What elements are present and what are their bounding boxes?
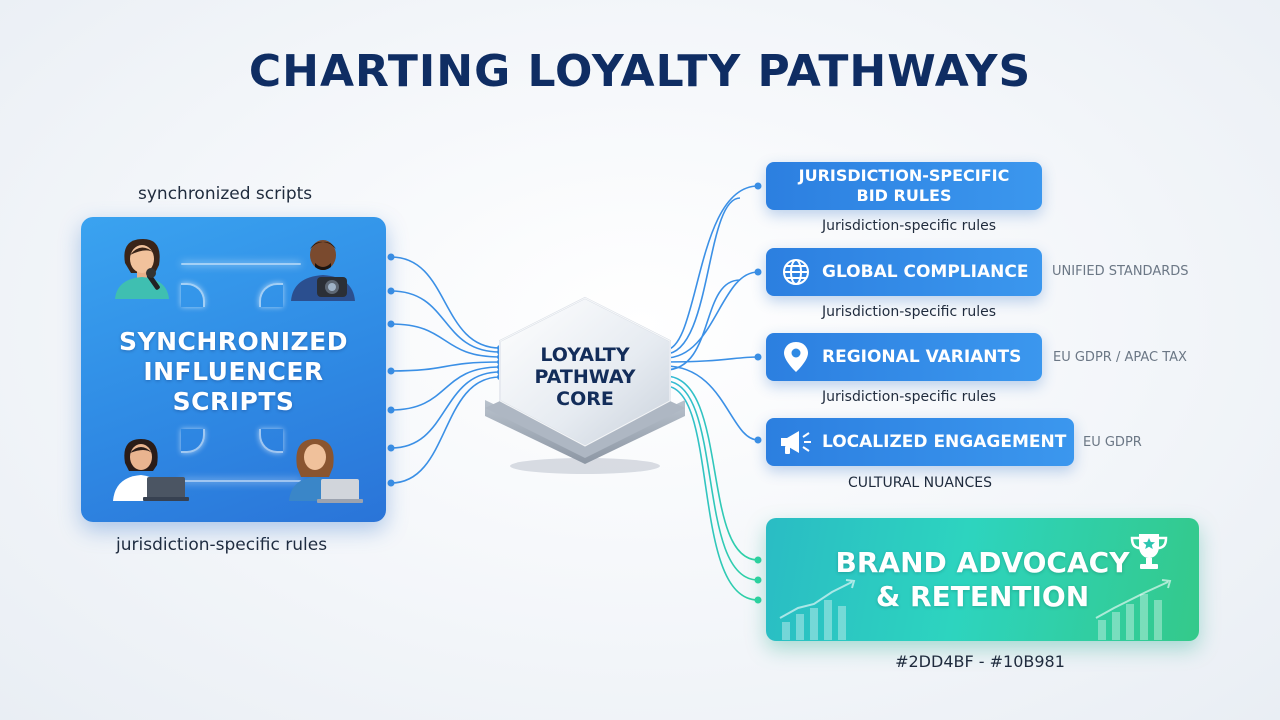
panel-title: SYNCHRONIZED INFLUENCER SCRIPTS [81, 327, 386, 417]
brand-advocacy-retention-box: BRAND ADVOCACY & RETENTION [766, 518, 1199, 641]
regional-variants-side-note: EU GDPR / APAC TAX [1053, 350, 1187, 365]
megaphone-icon [776, 427, 816, 457]
core-label-line: LOYALTY [540, 344, 630, 366]
core-label-line: CORE [556, 388, 614, 410]
influencer-camera-icon [291, 240, 355, 301]
right-wire-dots [754, 182, 762, 604]
left-wires [390, 256, 501, 484]
diagram-title: CHARTING LOYALTY PATHWAYS [248, 46, 1032, 97]
global-compliance-subtitle: Jurisdiction-specific rules [822, 304, 997, 320]
glow-corner [259, 429, 283, 453]
bid-rules-label-line: BID RULES [856, 186, 952, 205]
influencer-microphone-icon [115, 239, 169, 299]
global-compliance-label: GLOBAL COMPLIANCE [822, 262, 1029, 282]
global-compliance-box: GLOBAL COMPLIANCE [766, 248, 1042, 296]
globe-icon [776, 257, 816, 287]
panel-title-line: SYNCHRONIZED [119, 327, 348, 356]
bid-rules-label: JURISDICTION-SPECIFIC BID RULES [784, 166, 1024, 206]
core-label: LOYALTY PATHWAY CORE [500, 344, 670, 410]
glow-line-bottom [181, 480, 301, 482]
global-compliance-side-note: UNIFIED STANDARDS [1052, 264, 1189, 279]
influencer-laptop-icon [289, 439, 363, 503]
influencer-laptop-icon [113, 439, 189, 501]
localized-engagement-side-note: EU GDPR [1083, 435, 1142, 450]
regional-variants-label: REGIONAL VARIANTS [822, 347, 1022, 367]
panel-title-line: SCRIPTS [172, 387, 295, 416]
growth-chart-icon [779, 579, 856, 640]
brand-title-line: & RETENTION [875, 580, 1090, 613]
glow-corner [181, 283, 205, 307]
regional-variants-subtitle: Jurisdiction-specific rules [822, 389, 997, 405]
brand-title-line: BRAND ADVOCACY [835, 546, 1130, 579]
panel-title-line: INFLUENCER [143, 357, 324, 386]
bid-rules-label-line: JURISDICTION-SPECIFIC [798, 166, 1010, 185]
right-teal-wires [664, 375, 759, 601]
localized-engagement-label: LOCALIZED ENGAGEMENT [822, 432, 1067, 452]
right-blue-wires [664, 185, 759, 441]
localized-engagement-box: LOCALIZED ENGAGEMENT [766, 418, 1074, 466]
regional-variants-box: REGIONAL VARIANTS [766, 333, 1042, 381]
glow-line-top [181, 263, 301, 265]
jurisdiction-bid-rules-box: JURISDICTION-SPECIFIC BID RULES [766, 162, 1042, 210]
core-label-line: PATHWAY [534, 366, 636, 388]
bid-rules-subtitle: Jurisdiction-specific rules [822, 218, 997, 234]
brand-advocacy-title: BRAND ADVOCACY & RETENTION [766, 546, 1199, 614]
synchronized-influencer-scripts-panel: SYNCHRONIZED INFLUENCER SCRIPTS [81, 217, 386, 522]
trophy-icon [1130, 534, 1168, 569]
loyalty-pathway-core-hexagon [485, 296, 685, 474]
gradient-color-note: #2DD4BF - #10B981 [895, 652, 1065, 671]
left-caption-bottom: jurisdiction-specific rules [116, 535, 328, 555]
left-caption-top: synchronized scripts [138, 184, 313, 204]
growth-chart-icon [1095, 579, 1172, 640]
map-pin-icon [776, 341, 816, 373]
localized-engagement-subtitle: CULTURAL NUANCES [848, 475, 992, 491]
glow-corner [259, 283, 283, 307]
